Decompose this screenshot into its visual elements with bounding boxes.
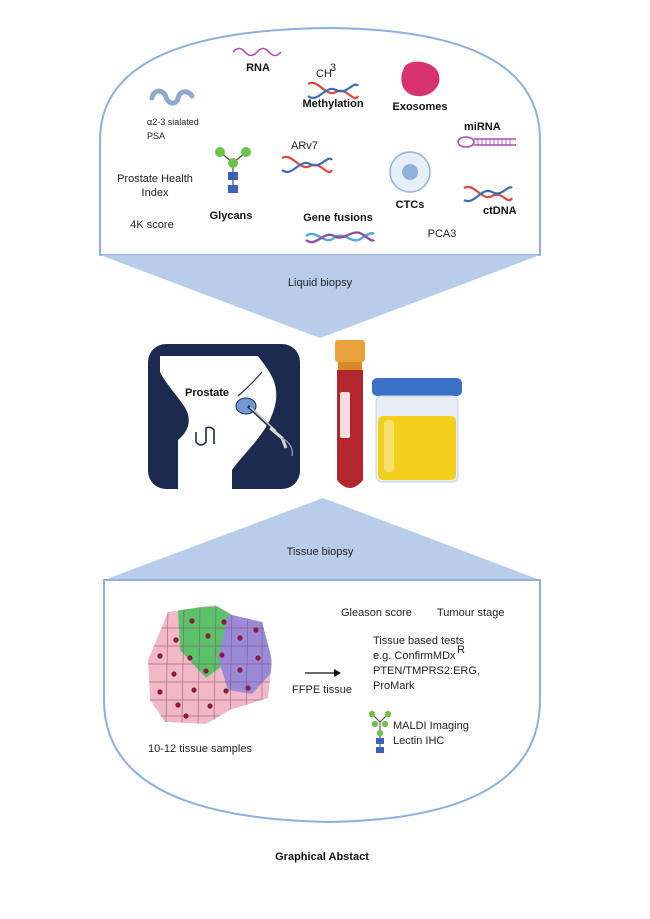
ctc-nucleus-icon xyxy=(402,164,418,180)
glycans-item: Glycans xyxy=(210,147,253,222)
ffpe-arrow-icon xyxy=(305,669,341,677)
glycan-icon xyxy=(215,147,251,193)
tissue-biopsy-label: Tissue biopsy xyxy=(287,546,354,558)
center-illustrations: Prostate xyxy=(148,340,462,489)
ffpe-tissue-label: FFPE tissue xyxy=(292,684,352,696)
phi-label-line1: Prostate Health xyxy=(117,173,193,185)
phi-label-line2: Index xyxy=(142,187,169,199)
lectin-ihc-label: Lectin IHC xyxy=(393,735,444,747)
ctcs-label: CTCs xyxy=(396,199,425,211)
gene-fusion-dna-icon xyxy=(305,231,375,244)
psa-item: α2-3 sialated PSA xyxy=(147,88,199,141)
ctdna-dna-icon xyxy=(463,185,513,203)
exosomes-label: Exosomes xyxy=(392,101,447,113)
tissue-samples-label: 10-12 tissue samples xyxy=(148,743,252,755)
maldi-imaging-label: MALDI Imaging xyxy=(393,720,469,732)
rna-wave-icon xyxy=(232,47,282,57)
gene-fusions-label: Gene fusions xyxy=(303,212,373,224)
liquid-biopsy-panel: Liquid biopsy RNA CH 3 Methylation Exoso… xyxy=(99,26,541,338)
exosomes-item: Exosomes xyxy=(392,61,448,113)
methylation-label: Methylation xyxy=(302,98,363,110)
ctcs-item: CTCs xyxy=(389,151,431,211)
tumour-stage-label: Tumour stage xyxy=(437,607,504,619)
4k-score-label: 4K score xyxy=(130,219,173,231)
rna-label: RNA xyxy=(246,62,270,74)
ch3-label: CH xyxy=(316,68,332,80)
exosome-icon xyxy=(401,61,440,97)
prostate-label: Prostate xyxy=(185,387,229,399)
tissue-tests-line4: ProMark xyxy=(373,680,415,692)
tissue-dome-outline xyxy=(103,579,541,824)
psa-label-line1: α2-3 sialated xyxy=(147,117,199,127)
graphical-abstract-title: Graphical Abstact xyxy=(275,851,369,863)
tissue-tests-line2: e.g. ConfirmMDx xyxy=(373,650,456,662)
ctdna-label: ctDNA xyxy=(483,205,517,217)
tissue-funnel xyxy=(104,498,540,580)
ctdna-item: ctDNA xyxy=(463,185,517,217)
blood-tube-icon xyxy=(335,340,365,488)
liquid-biopsy-label: Liquid biopsy xyxy=(288,277,353,289)
rna-item: RNA xyxy=(232,47,282,74)
maldi-glycan-icon xyxy=(368,710,392,753)
prostate-biopsy-icon: Prostate xyxy=(148,344,300,489)
psa-label-line2: PSA xyxy=(147,131,165,141)
mirna-hairpin-icon xyxy=(457,136,516,148)
confirmmdx-superscript: R xyxy=(457,644,465,656)
tissue-tests-line3: PTEN/TMPRS2:ERG, xyxy=(373,665,480,677)
liquid-dome-outline xyxy=(99,26,541,256)
gleason-score-label: Gleason score xyxy=(341,607,412,619)
gene-fusions-item: Gene fusions xyxy=(303,212,375,244)
psa-protein-icon xyxy=(149,88,195,106)
arv7-label: ARv7 xyxy=(291,140,318,152)
arv7-item: ARv7 xyxy=(281,140,333,174)
glycans-label: Glycans xyxy=(210,210,253,222)
pca3-label: PCA3 xyxy=(428,228,457,240)
arv7-dna-icon xyxy=(281,155,333,174)
tissue-samples-icon xyxy=(148,605,272,724)
phi-item: Prostate Health Index xyxy=(117,173,193,199)
ch3-subscript: 3 xyxy=(330,62,336,74)
tissue-tests-line1: Tissue based tests xyxy=(373,635,465,647)
tissue-biopsy-panel: Tissue biopsy 10-12 tissue samples xyxy=(103,498,541,824)
methylation-dna-icon xyxy=(307,81,359,100)
urine-sample-jar-icon xyxy=(372,378,462,483)
methylation-item: CH 3 Methylation xyxy=(302,62,363,110)
mirna-item: miRNA xyxy=(457,121,516,148)
mirna-label: miRNA xyxy=(464,121,501,133)
liquid-funnel xyxy=(100,255,540,338)
